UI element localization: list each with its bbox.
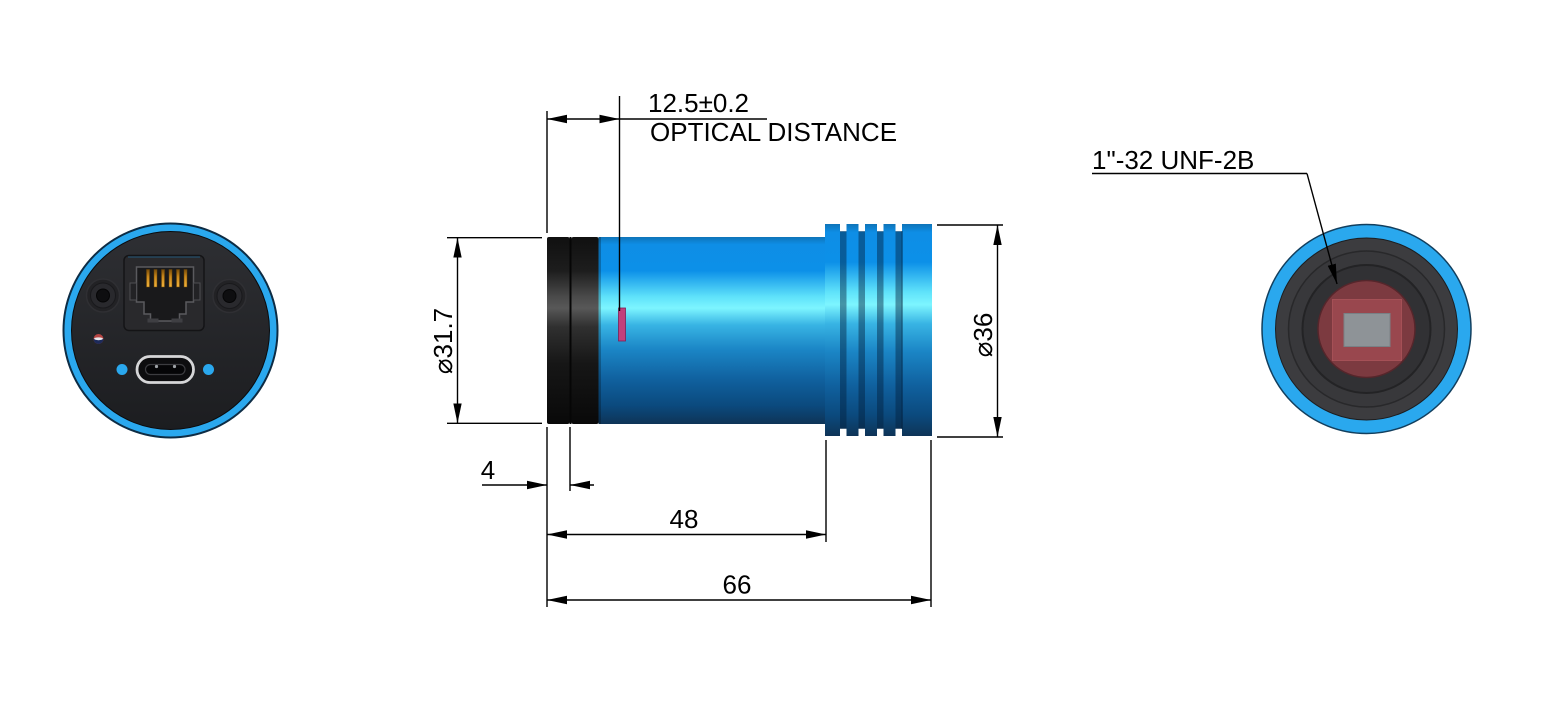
status-led — [93, 334, 104, 344]
dimension-front-ring-length: 4 — [481, 427, 594, 607]
dimension-optical-distance: 12.5±0.2 OPTICAL DISTANCE — [546, 88, 897, 311]
front-ring-length-value: 4 — [481, 455, 495, 485]
heatsink-diameter-value: ⌀36 — [968, 313, 998, 358]
rj45-ethernet-port — [123, 254, 205, 332]
camera-rear-view — [62, 222, 279, 439]
thread-spec-label: 1"-32 UNF-2B — [1092, 145, 1254, 175]
rj45-latch-left — [129, 282, 137, 301]
rj45-foot-left — [147, 318, 159, 323]
dimension-overall-length: 66 — [547, 440, 932, 607]
usb-c-port — [135, 355, 195, 384]
front-black-ring-1 — [547, 237, 570, 424]
dimension-body-length: 48 — [547, 440, 827, 542]
camera-side-view — [547, 224, 932, 436]
camera-body-cylinder — [598, 237, 825, 424]
heatsink-grooves — [840, 224, 903, 436]
rj45-latch-right — [193, 282, 201, 301]
screw-hole-right — [212, 278, 247, 314]
rj45-gold-pins — [146, 269, 188, 288]
overall-length-value: 66 — [723, 570, 752, 600]
thread-callout: 1"-32 UNF-2B — [1092, 145, 1338, 285]
blue-dot-left — [116, 364, 128, 375]
ring-separator — [569, 237, 572, 424]
dimension-front-ring-diameter: ⌀31.7 — [428, 237, 542, 424]
heatsink-ribbed-section — [825, 224, 932, 436]
camera-front-view — [1261, 223, 1472, 435]
screw-hole-left — [85, 278, 121, 313]
body-length-value: 48 — [670, 504, 699, 534]
leader-arrow — [1306, 173, 1338, 285]
usb-c-tongue — [144, 363, 186, 376]
optical-distance-value: 12.5±0.2 — [648, 88, 749, 118]
optical-distance-label: OPTICAL DISTANCE — [650, 117, 897, 147]
front-ring-diameter-value: ⌀31.7 — [428, 308, 458, 374]
front-black-ring-2 — [571, 237, 599, 424]
rj45-foot-right — [171, 318, 183, 323]
blue-dot-right — [203, 364, 214, 375]
sensor-plane-marker — [618, 307, 626, 342]
image-sensor-chip — [1343, 313, 1391, 347]
dimension-heatsink-diameter: ⌀36 — [937, 224, 1003, 438]
